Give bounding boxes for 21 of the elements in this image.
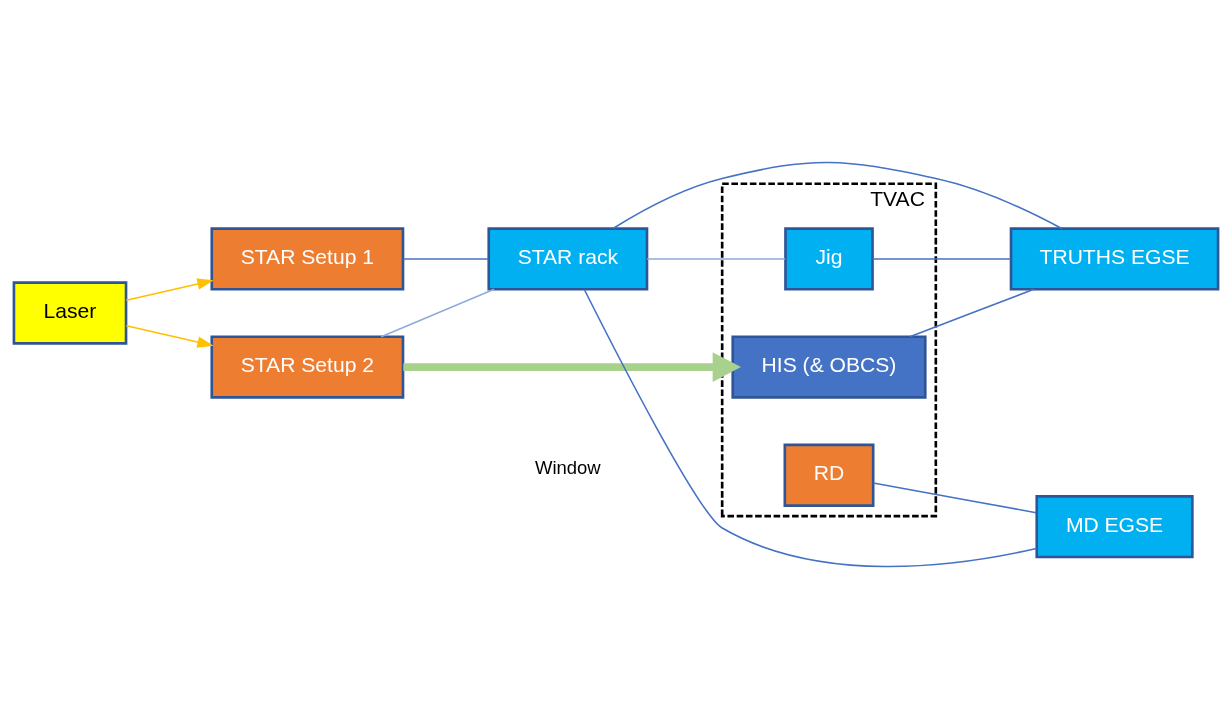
node-box: Jig [784,226,874,291]
node-box: MD EGSE [1035,494,1194,558]
connector [380,288,495,337]
connector [909,288,1035,337]
connector [871,257,1012,260]
arrow [403,351,741,382]
label: Window [535,456,601,478]
connector [402,257,490,260]
connector [612,161,1063,229]
node-box: TRUTHS EGSE [1009,226,1220,291]
connector [872,481,1037,513]
node-box: STAR Setup 1 [210,226,405,291]
arrow [125,324,214,348]
node-box: RD [783,443,875,507]
node-box: STAR rack [487,226,649,291]
connector [583,288,1038,567]
arrow [125,277,214,301]
node-box: Laser [12,280,128,345]
node-box: STAR Setup 2 [210,334,405,399]
connector [646,257,786,260]
node-box: HIS (& OBCS) [731,334,927,399]
